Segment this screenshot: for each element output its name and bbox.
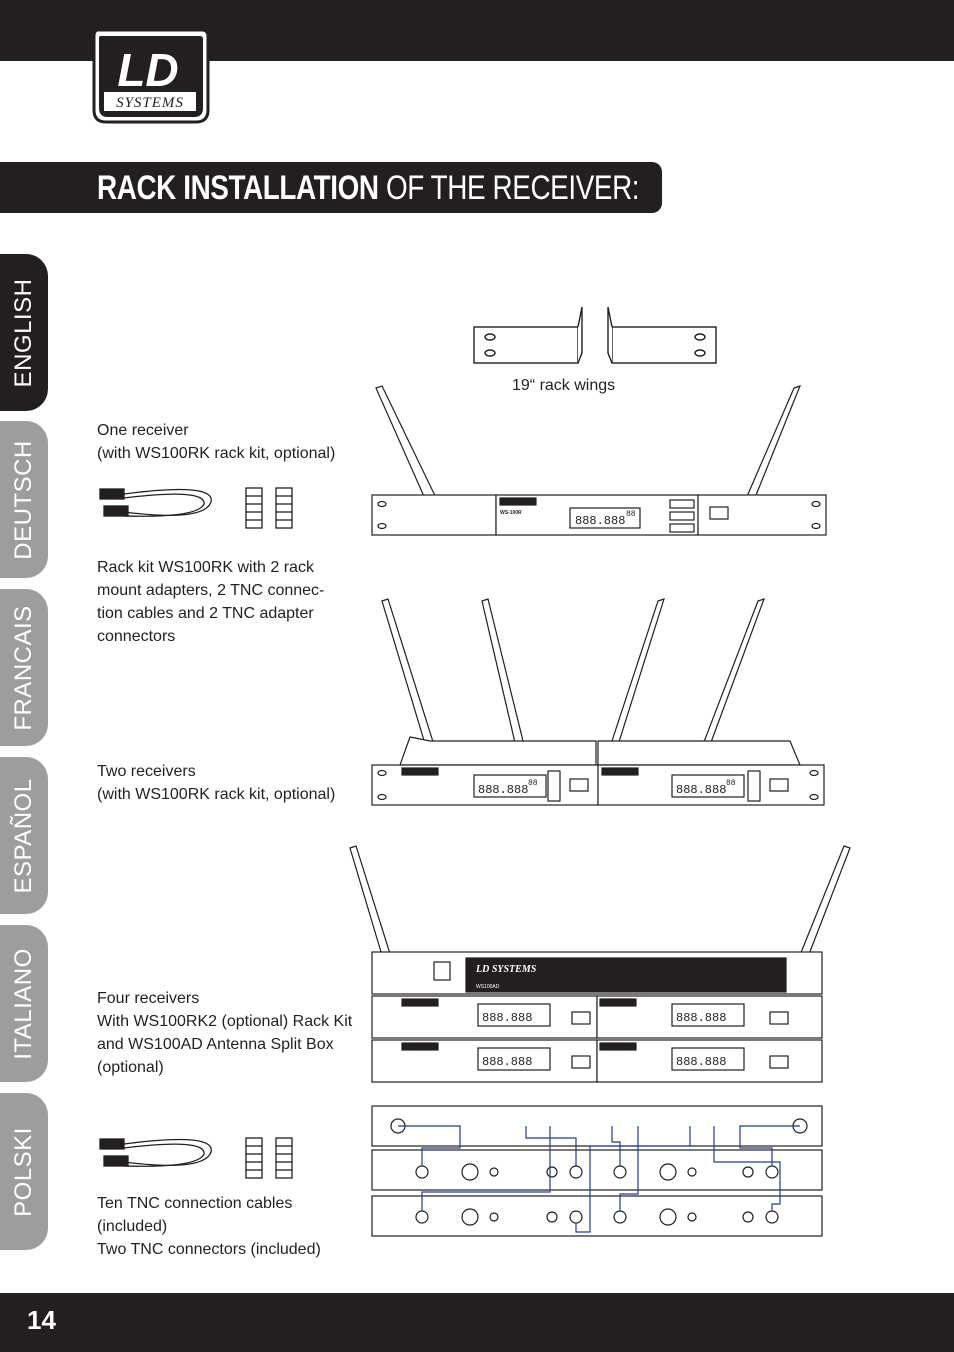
receiver-a-display-small: 88: [528, 779, 538, 788]
rcv4-display: 888.888: [676, 1055, 726, 1069]
tab-label: POLSKI: [10, 1126, 37, 1217]
receiver-a-display: 888.888: [478, 783, 528, 797]
section-title: RACK INSTALLATION OF THE RECEIVER:: [97, 168, 640, 208]
tab-polski[interactable]: POLSKI: [0, 1093, 48, 1250]
four-receivers-figure: LD SYSTEMS WS100AD 888.888 888.888 888.8…: [349, 845, 851, 1237]
rcv1-display: 888.888: [482, 1011, 532, 1025]
split-box-brand: LD SYSTEMS: [475, 964, 537, 975]
tab-francais[interactable]: FRANCAIS: [0, 589, 48, 746]
caption-rack-kit: Rack kit WS100RK with 2 rack mount adapt…: [97, 559, 325, 645]
tab-label: ITALIANO: [10, 947, 37, 1060]
section-title-bar: [0, 162, 662, 213]
caption-rack-wings: 19“ rack wings: [512, 377, 616, 394]
caption-ten-cables: Ten TNC connection cables (included) Two…: [97, 1195, 321, 1258]
title-bold: RACK INSTALLATION: [97, 169, 379, 207]
tab-english[interactable]: ENGLISH: [0, 254, 48, 411]
receiver-b-display-small: 88: [726, 779, 736, 788]
ten-tnc-cables-figure: [99, 1137, 293, 1179]
tab-label: ESPAÑOL: [10, 777, 37, 894]
tab-label: DEUTSCH: [10, 439, 37, 560]
receiver-b-display: 888.888: [676, 783, 726, 797]
rcv3-display: 888.888: [482, 1055, 532, 1069]
title-light: OF THE RECEIVER:: [385, 169, 640, 207]
one-receiver-display: 888.888: [575, 514, 625, 528]
one-receiver-figure: 888.888 88 WS-100R: [371, 385, 827, 536]
caption-four-receivers: Four receivers With WS100RK2 (optional) …: [97, 990, 353, 1076]
logo-sub-text: SYSTEMS: [116, 95, 184, 111]
page-number: 14: [27, 1305, 56, 1335]
bottom-bar: [0, 1293, 954, 1352]
caption-one-receiver: One receiver (with WS100RK rack kit, opt…: [97, 422, 336, 462]
tnc-cable-kit-figure: [99, 487, 293, 529]
split-box-model: WS100AD: [476, 984, 500, 990]
rcv2-display: 888.888: [676, 1011, 726, 1025]
logo-main-text: LD: [117, 44, 178, 96]
ld-systems-logo: LD SYSTEMS: [92, 28, 210, 124]
tab-espanol[interactable]: ESPAÑOL: [0, 757, 48, 914]
rack-wings-figure: [473, 306, 717, 364]
caption-two-receivers: Two receivers (with WS100RK rack kit, op…: [97, 763, 336, 803]
tab-label: FRANCAIS: [10, 604, 37, 731]
two-receivers-figure: 888.888 888.888 88 88: [371, 598, 825, 806]
tab-deutsch[interactable]: DEUTSCH: [0, 421, 48, 578]
one-receiver-display-small: 88: [626, 510, 636, 519]
tab-label: ENGLISH: [10, 278, 37, 387]
tab-italiano[interactable]: ITALIANO: [0, 925, 48, 1082]
one-receiver-model: WS-100R: [500, 510, 522, 516]
